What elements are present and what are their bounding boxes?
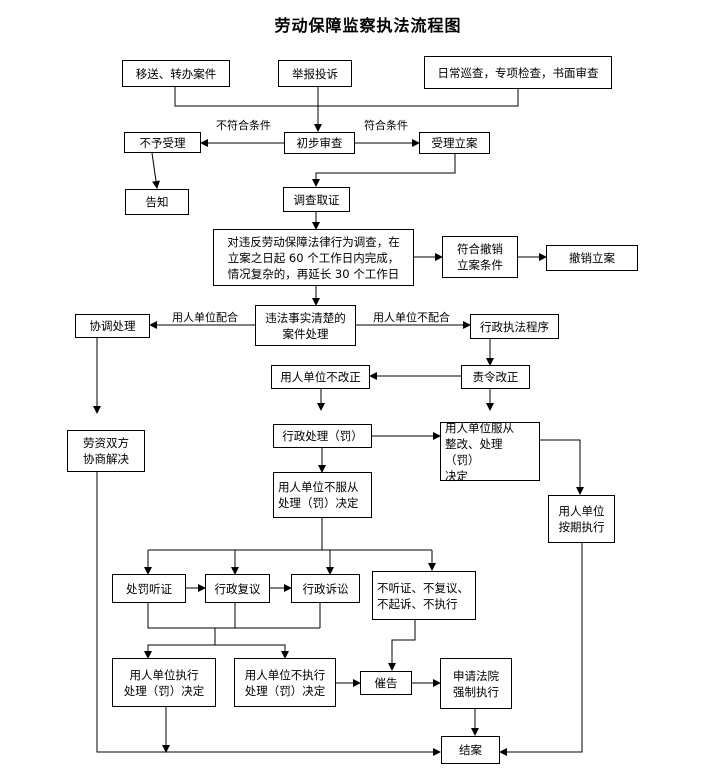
node-transfer: 移送、转办案件 — [122, 60, 230, 87]
node-reject: 不予受理 — [124, 132, 201, 153]
node-none: 不听证、不复议、 不起诉、不执行 — [372, 571, 476, 620]
label-not-meet: 不符合条件 — [216, 119, 271, 132]
node-facts-clear: 违法事实清楚的 案件处理 — [255, 305, 356, 346]
node-violation-desc: 对违反劳动保障法律行为调查，在 立案之日起 60 个工作日内完成， 情况复杂的，… — [213, 229, 414, 286]
node-comply: 用人单位服从 整改、处理（罚） 决定 — [440, 421, 540, 483]
node-hearing: 处罚听证 — [112, 574, 186, 603]
node-labor-resolve: 劳资双方 协商解决 — [67, 430, 145, 472]
node-admin-penalty: 行政处理（罚） — [273, 424, 372, 448]
node-notify: 告知 — [125, 189, 189, 215]
node-accept: 受理立案 — [419, 132, 490, 154]
node-executes: 用人单位执行 处理（罚）决定 — [112, 658, 216, 707]
node-admin-proc: 行政执法程序 — [470, 314, 559, 339]
node-close: 结案 — [441, 736, 500, 764]
node-not-execute: 用人单位不执行 处理（罚）决定 — [234, 658, 336, 707]
label-employer-noncoop: 用人单位不配合 — [373, 311, 450, 324]
node-urge: 催告 — [360, 671, 412, 695]
node-not-correct: 用人单位不改正 — [271, 365, 370, 389]
label-meet: 符合条件 — [364, 119, 408, 132]
node-court: 申请法院 强制执行 — [440, 658, 512, 709]
node-review: 行政复议 — [205, 574, 270, 603]
node-investigate: 调查取证 — [283, 187, 350, 212]
chart-title: 劳动保障监察执法流程图 — [274, 16, 462, 35]
node-report: 举报投诉 — [278, 60, 352, 87]
node-revoke-cond: 符合撤销 立案条件 — [442, 236, 518, 278]
node-lawsuit: 行政诉讼 — [291, 574, 360, 603]
node-revoke: 撤销立案 — [546, 245, 638, 271]
node-disagree: 用人单位不服从 处理（罚）决定 — [273, 472, 372, 518]
label-employer-coop: 用人单位配合 — [172, 311, 238, 324]
node-coordinate: 协调处理 — [75, 314, 150, 338]
node-order-correct: 责令改正 — [461, 365, 530, 389]
node-execute-deadline: 用人单位 按期执行 — [548, 495, 615, 543]
node-initial: 初步审查 — [284, 132, 355, 154]
node-inspect: 日常巡查，专项检查，书面审查 — [424, 56, 612, 89]
